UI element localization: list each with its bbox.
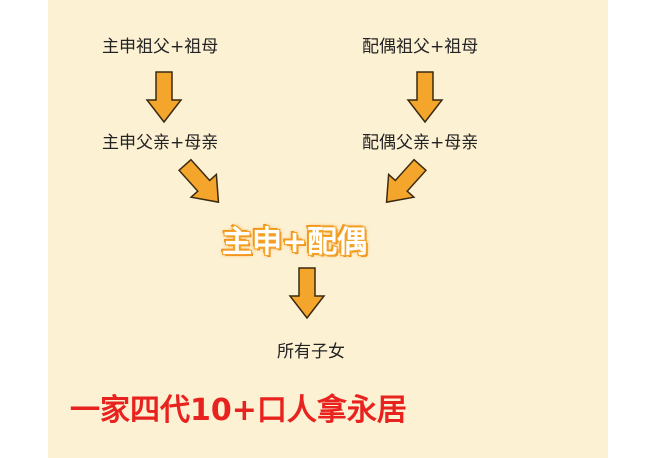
spouse-parents-label: 配偶父亲+母亲	[362, 133, 479, 153]
slogan-title: 一家四代10+口人拿永居	[70, 393, 407, 428]
arrow-diagonal-icon	[171, 152, 232, 215]
arrow-down-icon	[146, 71, 182, 123]
arrow-down-icon	[289, 267, 325, 319]
main-parents-label: 主申父亲+母亲	[102, 133, 219, 153]
children-label: 所有子女	[277, 342, 345, 362]
main-grandparents-label: 主申祖父+祖母	[102, 37, 219, 57]
arrow-down-icon	[407, 71, 443, 123]
couple-label: 主申+配偶	[222, 225, 368, 260]
arrow-diagonal-icon	[373, 152, 434, 215]
spouse-grandparents-label: 配偶祖父+祖母	[362, 37, 479, 57]
diagram-background	[48, 0, 608, 458]
